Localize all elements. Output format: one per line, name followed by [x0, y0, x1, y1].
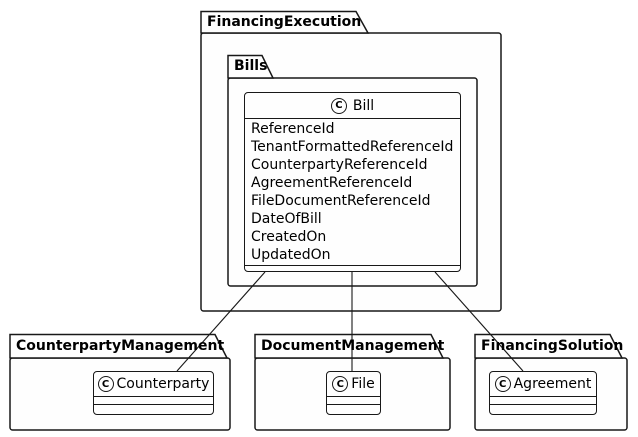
bill-attribute: CounterpartyReferenceId: [251, 157, 428, 173]
class-bill-methods-compartment: [245, 265, 460, 271]
class-file-name: File: [351, 376, 375, 392]
class-file-title: C File: [327, 372, 380, 396]
package-label-document-management: DocumentManagement: [261, 338, 445, 354]
class-counterparty-title: C Counterparty: [94, 372, 213, 396]
relation-bill-agreement-line: [434, 271, 524, 372]
class-counterparty-attributes-compartment: [94, 396, 213, 404]
package-label-financing-execution: FinancingExecution: [207, 14, 362, 30]
package-bills-tab: [227, 54, 275, 79]
class-bill-name: Bill: [352, 97, 375, 114]
relation-bill-counterparty-line: [176, 271, 266, 372]
class-bill-title: C Bill: [245, 93, 460, 118]
package-label-bills: Bills: [234, 58, 268, 74]
class-agreement-attributes-compartment: [490, 396, 596, 404]
package-label-financing-solution: FinancingSolution: [481, 338, 624, 354]
package-document-management-tab: [254, 333, 445, 359]
class-circle-icon: C: [332, 376, 349, 392]
package-label-counterparty-management: CounterpartyManagement: [16, 338, 225, 354]
bill-attribute: AgreementReferenceId: [251, 175, 413, 191]
class-counterparty: C Counterparty: [93, 371, 214, 415]
class-counterparty-name: Counterparty: [116, 376, 210, 392]
bill-attribute: UpdatedOn: [251, 247, 331, 263]
package-counterparty-management-tab: [9, 333, 229, 359]
bill-attribute: FileDocumentReferenceId: [251, 193, 431, 209]
class-agreement: C Agreement: [489, 371, 597, 415]
bill-attribute: ReferenceId: [251, 121, 335, 137]
class-file-attributes-compartment: [327, 396, 380, 404]
bill-attribute: TenantFormattedReferenceId: [251, 139, 454, 155]
class-circle-icon: C: [330, 97, 347, 114]
class-circle-icon: C: [494, 376, 511, 392]
class-file: C File: [326, 371, 381, 415]
package-financing-solution-tab: [474, 333, 624, 359]
bill-attribute: DateOfBill: [251, 211, 322, 227]
class-bill: C Bill ReferenceId TenantFormattedRefere…: [244, 92, 461, 272]
class-counterparty-methods-compartment: [94, 404, 213, 414]
class-agreement-methods-compartment: [490, 404, 596, 414]
class-file-methods-compartment: [327, 404, 380, 414]
package-financing-execution-tab: [200, 10, 370, 34]
class-circle-icon: C: [97, 376, 114, 392]
class-bill-attributes-compartment: ReferenceId TenantFormattedReferenceId C…: [245, 118, 460, 265]
bill-attribute: CreatedOn: [251, 229, 327, 245]
class-agreement-title: C Agreement: [490, 372, 596, 396]
class-agreement-name: Agreement: [513, 376, 592, 392]
